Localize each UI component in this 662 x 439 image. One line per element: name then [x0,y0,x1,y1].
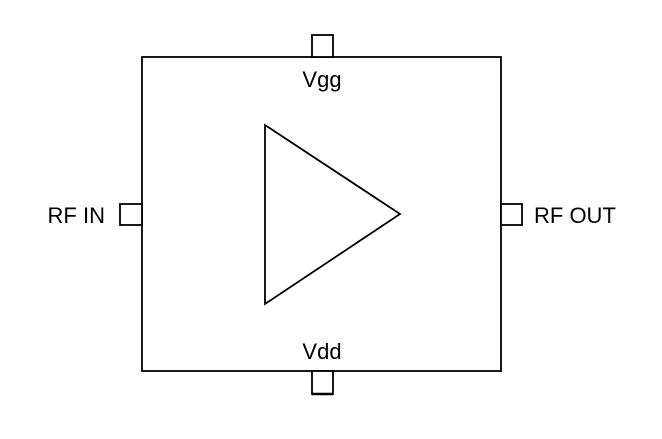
rf-out-pin [500,203,523,226]
rf-out-label: RF OUT [534,203,616,228]
vdd-pin [311,370,334,395]
vgg-pin [311,34,334,58]
vdd-label: Vdd [302,339,341,364]
rf-in-label: RF IN [48,203,105,228]
amplifier-triangle [264,123,402,306]
vgg-label: Vgg [302,67,341,92]
rf-in-pin [119,203,143,226]
package-body [141,56,502,372]
